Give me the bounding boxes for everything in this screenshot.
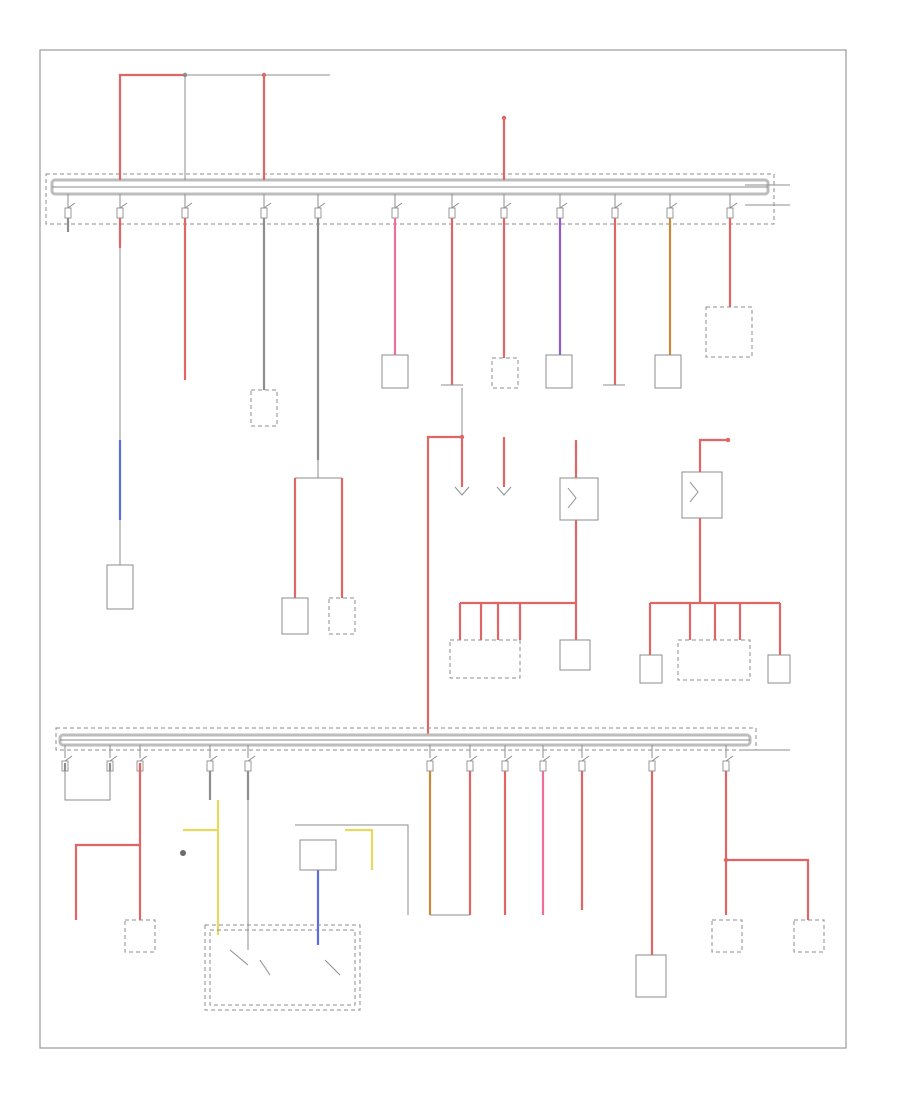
lower-fuse-output bbox=[244, 745, 256, 800]
lower-fuse-output bbox=[648, 745, 660, 955]
lower-fuse-output bbox=[61, 745, 73, 772]
upper-fuse-output bbox=[64, 194, 76, 232]
lower-fuse-output bbox=[722, 745, 734, 915]
upper-fuse-box bbox=[45, 173, 775, 225]
center-feed bbox=[426, 434, 512, 735]
lower-fuse-outputs bbox=[61, 745, 734, 955]
lower-right-components bbox=[430, 857, 825, 998]
lower-fuse-output bbox=[501, 745, 513, 915]
passenger-switch-group bbox=[449, 601, 591, 679]
upper-fuse-output bbox=[181, 194, 193, 380]
upper-fuse-label bbox=[745, 184, 790, 206]
lower-fuse-output bbox=[136, 745, 148, 772]
upper-fuse-output bbox=[391, 194, 403, 355]
upper-fuse-output bbox=[556, 194, 568, 355]
lower-fuse-output bbox=[206, 745, 218, 800]
relay-modules bbox=[559, 437, 731, 603]
upper-supply-feeds bbox=[118, 72, 507, 180]
lower-fuse-output bbox=[426, 745, 438, 915]
upper-fuse-output bbox=[666, 194, 678, 355]
lower-left-components bbox=[64, 763, 409, 1011]
upper-loads bbox=[250, 306, 753, 427]
upper-fuse-output bbox=[448, 194, 460, 385]
upper-fuse-output bbox=[260, 194, 272, 390]
left-seat-sensor bbox=[106, 460, 356, 635]
lower-fuse-box bbox=[55, 727, 790, 751]
lower-fuse-output bbox=[539, 745, 551, 915]
upper-fuse-outputs bbox=[64, 194, 738, 565]
lower-fuse-output bbox=[466, 745, 478, 915]
driver-switch-group bbox=[639, 601, 791, 684]
upper-fuse-output bbox=[611, 194, 623, 385]
lower-fuse-output bbox=[578, 745, 590, 910]
lower-fuse-output bbox=[106, 745, 118, 772]
upper-fuse-output bbox=[500, 194, 512, 358]
diagram-frame bbox=[39, 49, 847, 1049]
upper-fuse-output bbox=[726, 194, 738, 307]
upper-fuse-output bbox=[116, 194, 128, 248]
upper-fuse-output bbox=[314, 194, 326, 460]
